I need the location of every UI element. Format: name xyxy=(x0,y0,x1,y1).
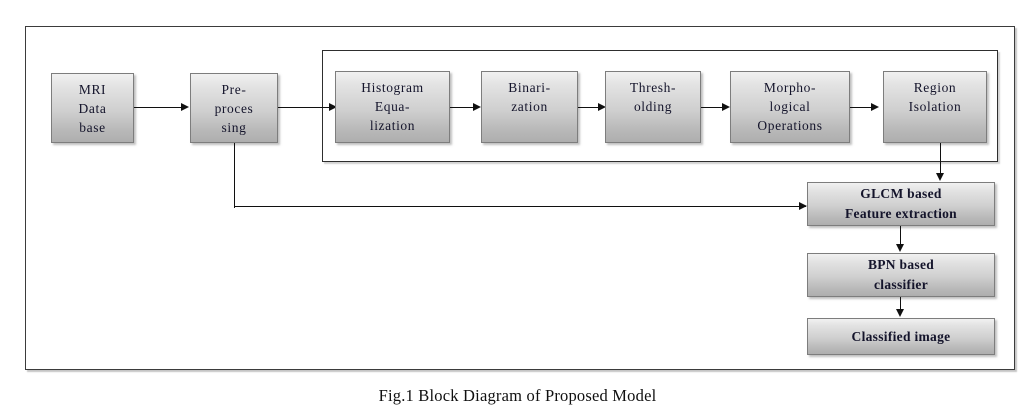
arrowhead-region-to-glcm xyxy=(936,173,944,181)
arrowhead-binarization-to-thresholding xyxy=(598,103,606,111)
binarization-line-1: Binari- xyxy=(508,80,551,95)
region-isolation-line-2: Isolation xyxy=(908,99,962,114)
diagram-outer-frame xyxy=(25,26,1015,370)
arrowhead-preprocessing-to-histogram xyxy=(329,103,337,111)
histogram-equalization-line-2: Equa- xyxy=(374,99,411,114)
thresholding-line-2: olding xyxy=(633,99,673,114)
region-isolation-box: Region Isolation xyxy=(883,71,987,143)
arrowhead-database-to-preprocessing xyxy=(181,103,189,111)
bpn-line-1: BPN based xyxy=(867,257,935,272)
preprocessing-line-3: sing xyxy=(221,120,247,135)
connector-histogram-to-binarization xyxy=(450,107,476,109)
morphological-operations-line-1: Morpho- xyxy=(763,80,817,95)
mri-database-box: MRI Data base xyxy=(51,73,134,143)
processing-group-frame xyxy=(322,50,998,162)
histogram-equalization-line-3: lization xyxy=(369,118,416,133)
connector-preprocessing-bypass-vertical xyxy=(234,143,236,208)
arrowhead-bpn-to-classified xyxy=(896,309,904,317)
connector-preprocessing-to-histogram xyxy=(278,107,330,109)
thresholding-line-1: Thresh- xyxy=(629,80,677,95)
arrowhead-thresholding-to-morphological xyxy=(722,103,730,111)
binarization-box: Binari- zation xyxy=(481,71,578,143)
bpn-line-2: classifier xyxy=(874,277,928,292)
mri-database-line-1: MRI xyxy=(78,82,107,97)
morphological-operations-line-3: Operations xyxy=(757,118,823,133)
binarization-line-2: zation xyxy=(511,99,548,114)
arrowhead-histogram-to-binarization xyxy=(473,103,481,111)
connector-region-to-glcm xyxy=(940,143,942,175)
glcm-feature-extraction-box: GLCM based Feature extraction xyxy=(807,182,995,226)
glcm-line-2: Feature extraction xyxy=(845,206,957,221)
connector-morphological-to-region xyxy=(850,107,876,109)
preprocessing-box: Pre- proces sing xyxy=(190,73,278,143)
connector-bpn-to-classified xyxy=(900,297,902,311)
arrowhead-glcm-to-bpn xyxy=(896,244,904,252)
preprocessing-line-2: proces xyxy=(214,101,254,116)
mri-database-line-2: Data xyxy=(78,101,107,116)
classified-image-line-1: Classified image xyxy=(851,328,951,344)
morphological-operations-box: Morpho- logical Operations xyxy=(730,71,850,143)
histogram-equalization-box: Histogram Equa- lization xyxy=(335,71,450,143)
arrowhead-morphological-to-region xyxy=(871,103,879,111)
connector-preprocessing-bypass-horizontal xyxy=(234,206,806,208)
connector-binarization-to-thresholding xyxy=(578,107,604,109)
connector-glcm-to-bpn xyxy=(900,226,902,246)
preprocessing-line-1: Pre- xyxy=(221,82,247,97)
glcm-line-1: GLCM based xyxy=(860,186,942,201)
connector-database-to-preprocessing xyxy=(134,107,182,109)
arrowhead-bypass-to-glcm xyxy=(799,202,807,210)
figure-caption: Fig.1 Block Diagram of Proposed Model xyxy=(378,386,657,405)
region-isolation-line-1: Region xyxy=(913,80,957,95)
histogram-equalization-line-1: Histogram xyxy=(361,80,424,95)
connector-thresholding-to-morphological xyxy=(701,107,727,109)
morphological-operations-line-2: logical xyxy=(769,99,811,114)
classified-image-box: Classified image xyxy=(807,318,995,355)
mri-database-line-3: base xyxy=(79,120,106,135)
thresholding-box: Thresh- olding xyxy=(605,71,701,143)
bpn-classifier-box: BPN based classifier xyxy=(807,253,995,297)
